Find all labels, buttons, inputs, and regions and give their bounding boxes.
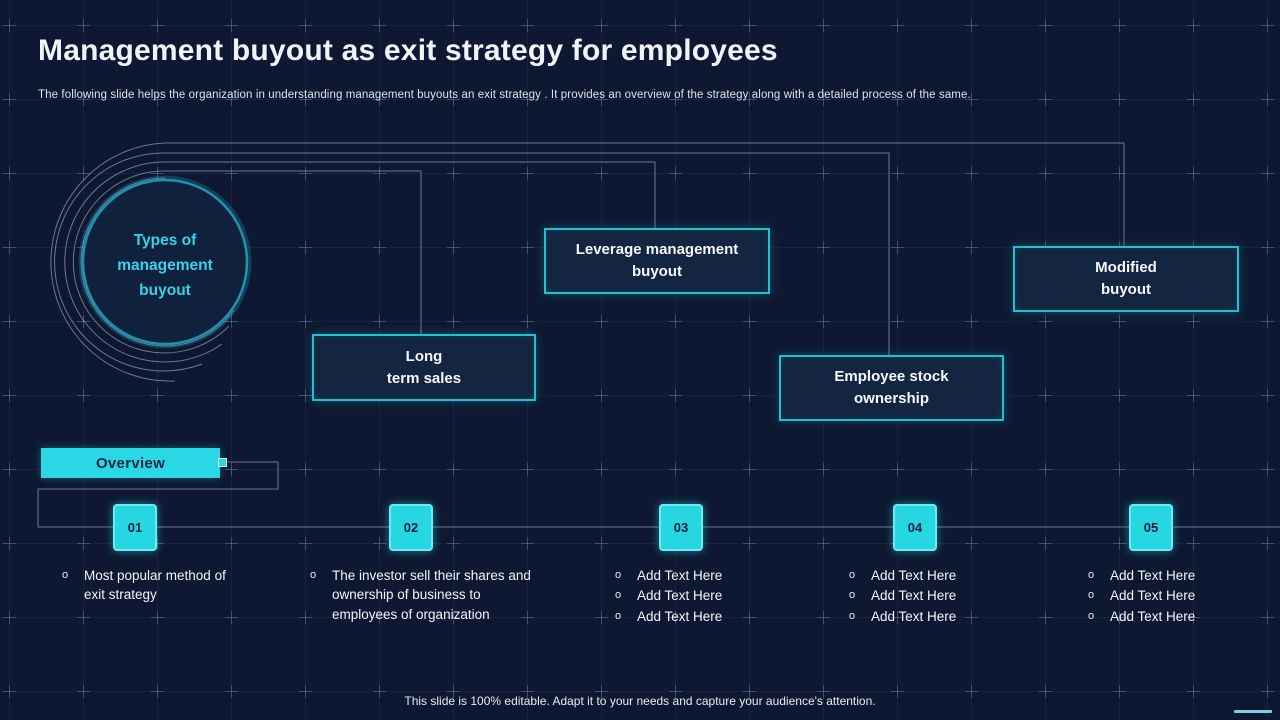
step-4-notes: o Add Text Here o Add Text Here o Add Te… [849, 566, 1019, 627]
bullet-icon: o [849, 589, 856, 602]
connector-leverage [64, 161, 656, 363]
list-item[interactable]: o Add Text Here [1088, 566, 1258, 585]
bullet-icon: o [615, 609, 622, 622]
connector-lines [37, 142, 1280, 528]
list-item[interactable]: o Add Text Here [615, 586, 785, 605]
page-title: Management buyout as exit strategy for e… [38, 34, 778, 67]
bullet-icon: o [310, 569, 317, 581]
step-2-notes: o The investor sell their shares and own… [310, 566, 560, 625]
overview-connector [37, 461, 279, 527]
spiral-arc [80, 177, 235, 347]
list-item[interactable]: o Add Text Here [1088, 607, 1258, 626]
step-number-02[interactable]: 02 [389, 504, 433, 551]
list-item[interactable]: o Add Text Here [849, 586, 1019, 605]
bullet-icon: o [615, 589, 622, 602]
type-box-employee-stock-ownership[interactable]: Employee stock ownership [779, 355, 1004, 421]
step-number-01[interactable]: 01 [113, 504, 157, 551]
connector-employee [54, 152, 890, 372]
connector-handle-square [218, 458, 227, 467]
step-3-notes: o Add Text Here o Add Text Here o Add Te… [615, 566, 785, 627]
list-item[interactable]: o Add Text Here [849, 607, 1019, 626]
step-number-04[interactable]: 04 [893, 504, 937, 551]
list-item: o Most popular method of exit strategy [62, 566, 262, 605]
type-box-leverage-management-buyout[interactable]: Leverage management buyout [544, 228, 770, 294]
overview-button[interactable]: Overview [41, 448, 220, 478]
bullet-icon: o [849, 609, 856, 622]
step-5-notes: o Add Text Here o Add Text Here o Add Te… [1088, 566, 1258, 627]
list-item: o The investor sell their shares and own… [310, 566, 560, 624]
list-item[interactable]: o Add Text Here [615, 607, 785, 626]
bullet-icon: o [615, 569, 622, 581]
step-number-05[interactable]: 05 [1129, 504, 1173, 551]
bullet-icon: o [1088, 569, 1095, 581]
slide-subtitle: The following slide helps the organizati… [38, 89, 971, 101]
bullet-icon: o [1088, 589, 1095, 602]
connector-modified [50, 142, 1125, 382]
bullet-icon: o [849, 569, 856, 581]
type-box-long-term-sales[interactable]: Long term sales [312, 334, 536, 401]
list-item[interactable]: o Add Text Here [615, 566, 785, 585]
bullet-icon: o [1088, 609, 1095, 622]
list-item[interactable]: o Add Text Here [1088, 586, 1258, 605]
corner-accent-dash [1234, 710, 1272, 713]
step-number-03[interactable]: 03 [659, 504, 703, 551]
connector-longterm [72, 170, 422, 354]
footer-note: This slide is 100% editable. Adapt it to… [404, 694, 876, 708]
bullet-icon: o [62, 569, 69, 581]
step-1-notes: o Most popular method of exit strategy [62, 566, 262, 606]
type-box-modified-buyout[interactable]: Modified buyout [1013, 246, 1239, 312]
hub-label: Types of management buyout [117, 232, 213, 299]
hub-circle-glow [78, 175, 252, 349]
list-item[interactable]: o Add Text Here [849, 566, 1019, 585]
hub-circle [81, 178, 249, 346]
